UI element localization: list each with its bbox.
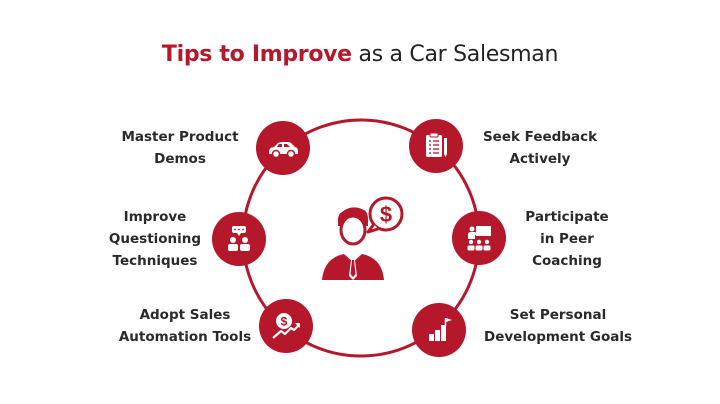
salesman-with-dollar-speech-bubble-icon: $ bbox=[322, 196, 404, 280]
svg-text:$: $ bbox=[281, 315, 288, 329]
tip-label-peer-coaching: Participate in Peer Coaching bbox=[525, 209, 609, 269]
questioning-people-icon bbox=[228, 226, 250, 251]
tip-node-master-product-demos bbox=[256, 121, 310, 175]
tip-node-improve-questioning bbox=[212, 212, 266, 266]
tip-label-improve-questioning: Improve Questioning Techniques bbox=[108, 209, 202, 269]
clipboard-checklist-icon bbox=[426, 132, 447, 157]
peer-coaching-presentation-icon bbox=[467, 226, 491, 251]
tip-label-personal-development-goals: Set Personal Development Goals bbox=[484, 307, 632, 345]
tip-label-master-product-demos: Master Product Demos bbox=[121, 129, 239, 167]
tip-node-seek-feedback bbox=[409, 119, 463, 173]
title-rest: as a Car Salesman bbox=[358, 42, 559, 67]
svg-text:$: $ bbox=[380, 202, 392, 227]
page-title: Tips to Improve as a Car Salesman bbox=[0, 42, 720, 67]
dollar-growth-arrow-icon: $ bbox=[272, 313, 300, 339]
tip-label-adopt-sales-automation: Adopt Sales Automation Tools bbox=[118, 307, 252, 345]
car-icon bbox=[269, 142, 298, 159]
tip-node-adopt-sales-automation: $ bbox=[259, 299, 313, 353]
tip-node-peer-coaching bbox=[452, 211, 506, 265]
title-accent: Tips to Improve bbox=[161, 42, 352, 67]
tip-node-personal-development-goals bbox=[412, 303, 466, 357]
bar-chart-flag-goal-icon bbox=[429, 318, 452, 341]
tip-label-seek-feedback: Seek Feedback Actively bbox=[482, 129, 598, 167]
